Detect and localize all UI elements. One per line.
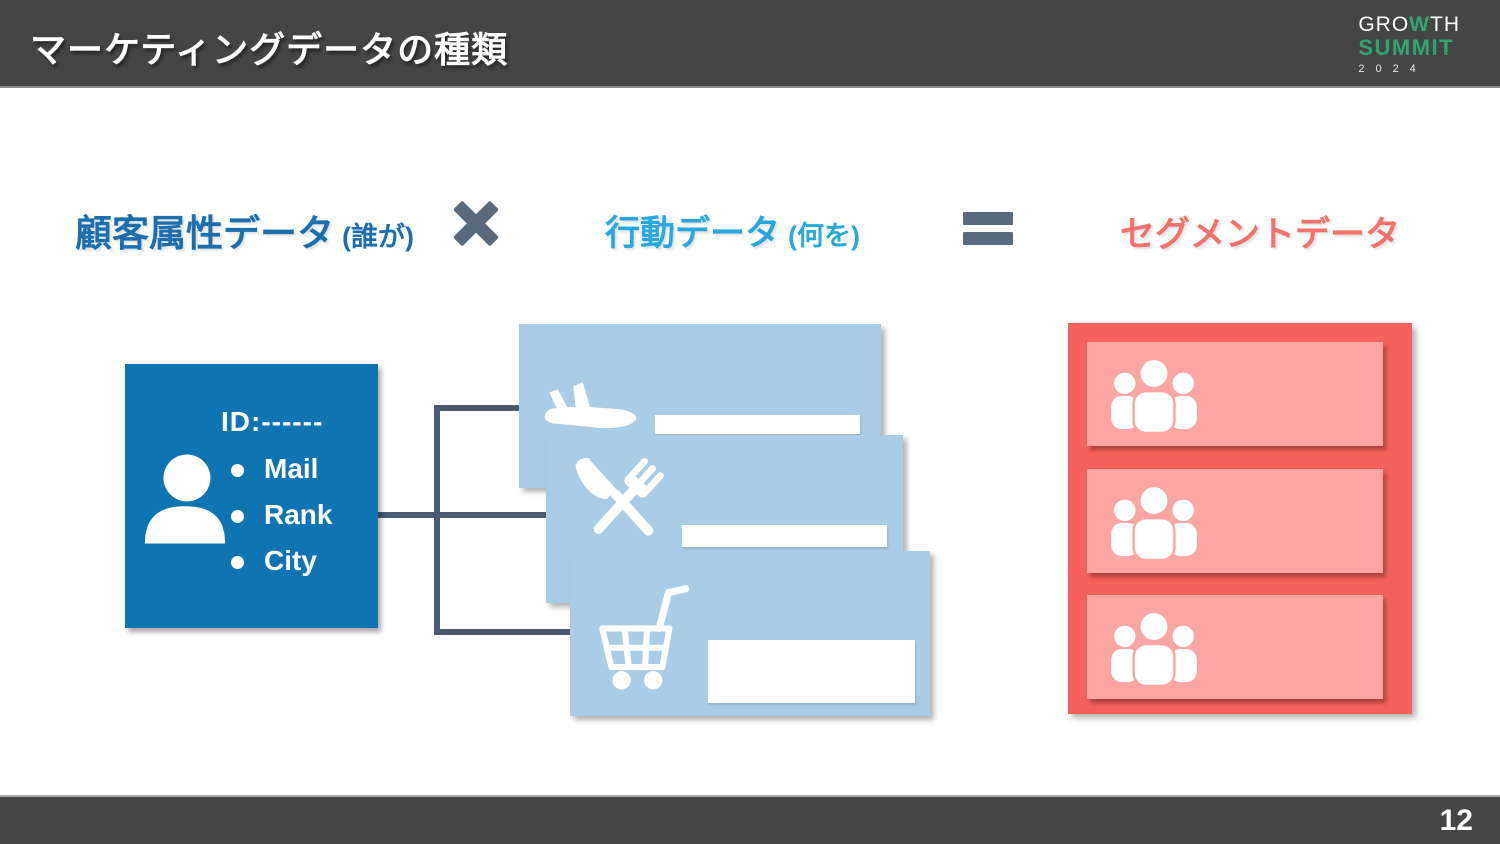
segment-data-label: セグメントデータ — [1120, 215, 1401, 254]
attribute-id-label: ID:------ — [221, 406, 324, 437]
attribute-item-city: City — [231, 538, 332, 584]
logo-summit-text: SUMMIT — [1358, 35, 1455, 60]
connector-top-branch — [434, 405, 526, 411]
segment-data-heading: セグメントデータ — [1120, 206, 1400, 257]
shopping-cart-icon — [599, 585, 690, 690]
connector-bottom-branch — [434, 629, 578, 635]
behavior-data-label: 行動データ — [605, 214, 781, 253]
people-group-icon — [1111, 610, 1197, 686]
behavior-data-heading: 行動データ (何を) — [605, 205, 860, 256]
segment-row — [1087, 595, 1383, 699]
attribute-data-heading: 顧客属性データ (誰が) — [75, 203, 414, 257]
logo-growth-text: GROWTH — [1358, 14, 1460, 35]
logo-w-green: W — [1409, 13, 1430, 36]
header-bar: マーケティングデータの種類 GROWTH SUMMIT 2024 — [0, 0, 1500, 88]
attribute-list: Mail Rank City — [221, 446, 332, 584]
logo-year-text: 2024 — [1358, 63, 1427, 75]
equals-icon — [963, 212, 1013, 252]
attribute-item-rank: Rank — [231, 492, 332, 538]
logo-th: TH — [1430, 13, 1460, 36]
attribute-data-sublabel: (誰が) — [342, 222, 414, 252]
segment-row — [1087, 469, 1383, 573]
person-icon — [144, 454, 226, 544]
connector-middle-branch — [378, 512, 550, 518]
footer-bar: 12 — [0, 795, 1500, 844]
behavior-data-sublabel: (何を) — [788, 221, 860, 251]
growth-summit-logo: GROWTH SUMMIT 2024 — [1358, 14, 1460, 75]
page-title: マーケティングデータの種類 — [30, 29, 509, 70]
segment-data-panel — [1068, 323, 1412, 714]
behavior-card-shopping — [570, 551, 930, 716]
attribute-box-text: ID:------ Mail Rank City — [221, 406, 332, 584]
equals-bar-bottom — [963, 232, 1013, 245]
attribute-item-mail: Mail — [231, 446, 332, 492]
airplane-icon — [544, 382, 637, 429]
logo-gro: GRO — [1358, 13, 1410, 36]
customer-attribute-box: ID:------ Mail Rank City — [125, 364, 378, 628]
multiply-icon — [456, 203, 496, 243]
shopping-card-blank-box — [708, 640, 915, 703]
page-number: 12 — [1439, 804, 1473, 837]
restaurant-icon — [575, 457, 664, 536]
segment-row — [1087, 342, 1383, 446]
equals-bar-top — [963, 212, 1013, 225]
people-group-icon — [1111, 357, 1197, 433]
attribute-data-label: 顧客属性データ — [75, 213, 334, 254]
connector-vertical-line — [434, 405, 440, 635]
dining-card-blank-bar — [682, 525, 887, 547]
people-group-icon — [1111, 484, 1197, 560]
travel-card-blank-bar — [655, 415, 860, 434]
